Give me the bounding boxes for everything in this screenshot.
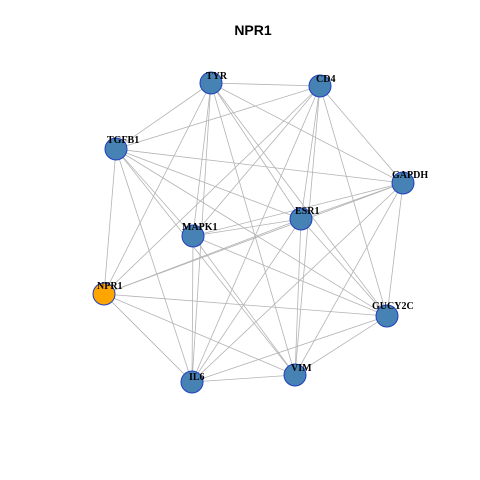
diagram-title: NPR1 (234, 22, 272, 38)
node-label-il6: IL6 (189, 372, 205, 383)
edge-gapdh-gucy2c (386, 182, 404, 317)
edge-tyr-cd4 (210, 82, 321, 87)
node-tyr: TYR (199, 71, 228, 95)
node-il6: IL6 (180, 370, 205, 394)
edge-cd4-il6 (191, 85, 321, 383)
node-vim: VIM (283, 363, 312, 387)
edge-tgfb1-gapdh (115, 148, 404, 184)
edge-tyr-npr1 (103, 82, 212, 295)
edge-tgfb1-vim (115, 148, 296, 376)
edge-tyr-vim (210, 82, 296, 376)
node-esr1: ESR1 (289, 206, 319, 231)
edge-gapdh-vim (294, 182, 404, 376)
edge-tgfb1-mapk1 (115, 148, 194, 237)
node-label-tgfb1: TGFB1 (107, 135, 139, 146)
node-circle-tyr (199, 71, 223, 95)
node-gucy2c: GUCY2C (372, 301, 414, 328)
edge-mapk1-il6 (191, 235, 194, 383)
node-label-gapdh: GAPDH (392, 170, 428, 181)
node-npr1: NPR1 (92, 281, 123, 306)
edge-tyr-tgfb1 (115, 82, 212, 150)
edge-npr1-gucy2c (103, 293, 388, 317)
node-circle-gucy2c (375, 304, 399, 328)
node-tgfb1: TGFB1 (104, 135, 139, 161)
node-circle-tgfb1 (104, 137, 128, 161)
node-circle-cd4 (308, 74, 332, 98)
edge-tgfb1-gucy2c (115, 148, 388, 317)
node-label-tyr: TYR (206, 71, 228, 82)
edge-cd4-tgfb1 (115, 85, 321, 150)
edge-cd4-esr1 (300, 85, 321, 220)
edge-tyr-esr1 (210, 82, 302, 220)
node-circle-vim (283, 363, 307, 387)
node-cd4: CD4 (308, 74, 335, 98)
edge-tgfb1-npr1 (103, 148, 117, 295)
node-gapdh: GAPDH (391, 170, 428, 195)
edge-esr1-npr1 (103, 218, 302, 295)
node-label-esr1: ESR1 (295, 206, 319, 217)
edge-gapdh-il6 (191, 182, 404, 383)
node-label-vim: VIM (291, 363, 312, 374)
edge-esr1-il6 (191, 218, 302, 383)
edge-cd4-vim (294, 85, 321, 376)
node-label-mapk1: MAPK1 (182, 222, 218, 233)
edge-mapk1-vim (192, 235, 296, 376)
edge-tgfb1-il6 (115, 148, 193, 383)
edges-layer (103, 82, 404, 383)
node-circle-il6 (180, 370, 204, 394)
edge-tyr-gapdh (210, 82, 404, 184)
edge-tgfb1-esr1 (115, 148, 302, 220)
edge-cd4-gapdh (319, 85, 404, 184)
node-circle-esr1 (289, 207, 313, 231)
node-circle-gapdh (391, 171, 415, 195)
node-label-npr1: NPR1 (97, 281, 123, 292)
edge-mapk1-gucy2c (192, 235, 388, 317)
edge-esr1-gucy2c (300, 218, 388, 317)
edge-tyr-gucy2c (210, 82, 388, 317)
edge-gucy2c-il6 (191, 315, 388, 383)
node-label-cd4: CD4 (316, 74, 335, 85)
edge-gapdh-npr1 (103, 182, 404, 295)
edge-vim-il6 (191, 374, 296, 383)
edge-esr1-mapk1 (192, 218, 302, 237)
edge-gucy2c-vim (294, 315, 388, 376)
edge-esr1-vim (294, 218, 302, 376)
node-circle-mapk1 (181, 224, 205, 248)
edge-cd4-npr1 (103, 85, 321, 295)
node-label-gucy2c: GUCY2C (372, 301, 414, 312)
node-circle-npr1 (92, 282, 116, 306)
edge-npr1-vim (103, 293, 296, 376)
edge-npr1-il6 (103, 293, 193, 383)
node-mapk1: MAPK1 (181, 222, 218, 248)
edge-cd4-mapk1 (192, 85, 321, 237)
